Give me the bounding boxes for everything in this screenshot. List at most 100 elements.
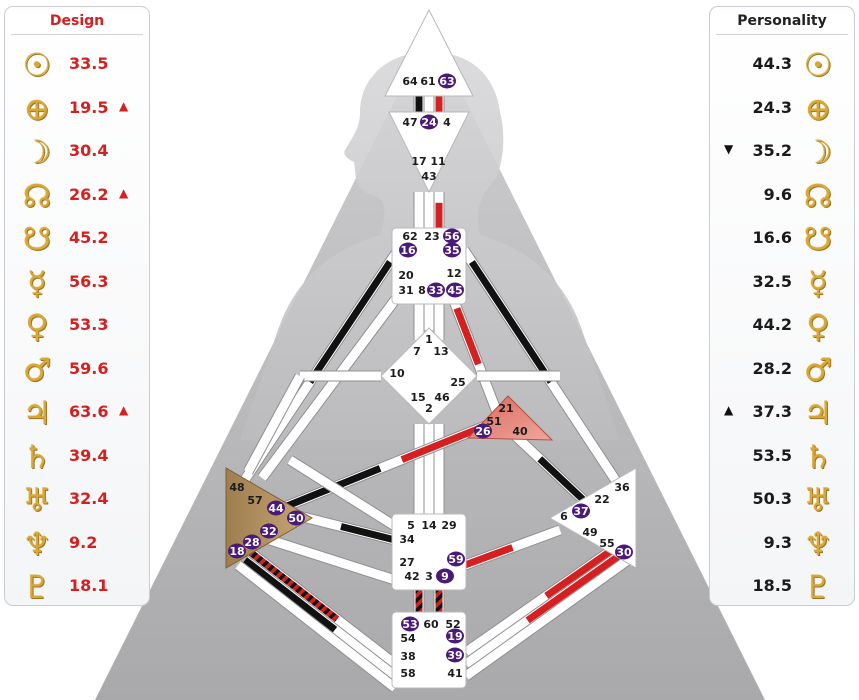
ajna-center[interactable] [388, 111, 470, 194]
gate-46[interactable]: 46 [434, 391, 450, 404]
gate-44[interactable]: 44 [268, 502, 284, 515]
gate-20[interactable]: 20 [398, 269, 414, 282]
gate-34[interactable]: 34 [399, 533, 415, 546]
design-value: 18.1 [69, 576, 109, 595]
gate-21[interactable]: 21 [498, 402, 513, 415]
design-row[interactable]: ☋45.2 [5, 219, 149, 259]
solar-plexus-center[interactable] [549, 467, 637, 569]
design-row[interactable]: ⊕19.5▲ [5, 89, 149, 129]
gate-3[interactable]: 3 [425, 570, 433, 583]
design-value: 63.6 [69, 402, 109, 421]
gate-37[interactable]: 37 [573, 505, 588, 518]
design-row[interactable]: ☿56.3 [5, 263, 149, 303]
gate-7[interactable]: 7 [413, 345, 421, 358]
personality-row[interactable]: ☊9.6 [710, 176, 854, 216]
gate-19[interactable]: 19 [447, 630, 462, 643]
gate-42[interactable]: 42 [404, 570, 419, 583]
gate-63[interactable]: 63 [439, 75, 454, 88]
personality-row[interactable]: ♀44.2 [710, 306, 854, 346]
gate-40[interactable]: 40 [512, 425, 528, 438]
gate-48[interactable]: 48 [229, 481, 244, 494]
personality-row[interactable]: ☽35.2▼ [710, 132, 854, 172]
gate-28[interactable]: 28 [244, 536, 259, 549]
personality-row[interactable]: ♅50.3 [710, 480, 854, 520]
gate-36[interactable]: 36 [614, 481, 630, 494]
personality-row[interactable]: ♄53.5 [710, 437, 854, 477]
personality-row[interactable]: ⊕24.3 [710, 89, 854, 129]
gate-33[interactable]: 33 [428, 284, 443, 297]
gate-57[interactable]: 57 [247, 494, 262, 507]
gate-51[interactable]: 51 [486, 415, 501, 428]
gate-47[interactable]: 47 [402, 116, 417, 129]
gate-26[interactable]: 26 [475, 425, 491, 438]
personality-row[interactable]: ☋16.6 [710, 219, 854, 259]
gate-56[interactable]: 56 [444, 230, 460, 243]
gate-39[interactable]: 39 [447, 649, 462, 662]
gate-23[interactable]: 23 [424, 230, 439, 243]
gate-41[interactable]: 41 [447, 667, 462, 680]
gate-2[interactable]: 2 [425, 402, 433, 415]
gate-52[interactable]: 52 [445, 618, 460, 631]
gate-45[interactable]: 45 [447, 284, 462, 297]
gate-16[interactable]: 16 [400, 244, 416, 257]
south-node-icon: ☋ [803, 220, 833, 258]
gate-54[interactable]: 54 [400, 632, 416, 645]
gate-58[interactable]: 58 [400, 667, 415, 680]
gate-64[interactable]: 64 [402, 75, 418, 88]
pluto-icon: ♇ [803, 568, 833, 606]
design-row[interactable]: ♄39.4 [5, 437, 149, 477]
gate-50[interactable]: 50 [288, 512, 304, 525]
gate-11[interactable]: 11 [430, 155, 445, 168]
design-row[interactable]: ♇18.1 [5, 567, 149, 607]
gate-9[interactable]: 9 [441, 570, 449, 583]
gate-24[interactable]: 24 [421, 116, 437, 129]
gate-12[interactable]: 12 [446, 267, 461, 280]
personality-row[interactable]: ☉44.3 [710, 45, 854, 85]
gate-1[interactable]: 1 [425, 333, 433, 346]
design-row[interactable]: ♆9.2 [5, 524, 149, 564]
gate-59[interactable]: 59 [448, 553, 463, 566]
gate-22[interactable]: 22 [594, 493, 609, 506]
gate-62[interactable]: 62 [402, 230, 417, 243]
gate-13[interactable]: 13 [433, 345, 448, 358]
gate-55[interactable]: 55 [599, 537, 614, 550]
gate-15[interactable]: 15 [410, 391, 425, 404]
gate-10[interactable]: 10 [389, 367, 405, 380]
design-row[interactable]: ☊26.2▲ [5, 176, 149, 216]
gate-27[interactable]: 27 [399, 556, 414, 569]
gate-31[interactable]: 31 [398, 284, 413, 297]
gate-43[interactable]: 43 [421, 170, 436, 183]
design-row[interactable]: ♅32.4 [5, 480, 149, 520]
gate-5[interactable]: 5 [407, 519, 415, 532]
gate-30[interactable]: 30 [616, 546, 632, 559]
design-row[interactable]: ☉33.5 [5, 45, 149, 85]
g-center[interactable] [380, 327, 478, 425]
gate-53[interactable]: 53 [402, 618, 417, 631]
gate-14[interactable]: 14 [421, 519, 437, 532]
personality-row[interactable]: ♃37.3▲ [710, 393, 854, 433]
personality-row[interactable]: ♇18.5 [710, 567, 854, 607]
design-row[interactable]: ♂59.6 [5, 350, 149, 390]
gate-35[interactable]: 35 [444, 244, 459, 257]
gate-38[interactable]: 38 [400, 650, 415, 663]
gate-8[interactable]: 8 [418, 284, 426, 297]
gate-25[interactable]: 25 [450, 376, 465, 389]
personality-row[interactable]: ♂28.2 [710, 350, 854, 390]
saturn-icon: ♄ [803, 437, 833, 476]
gate-4[interactable]: 4 [443, 116, 451, 129]
gate-32[interactable]: 32 [261, 525, 276, 538]
design-row[interactable]: ♀53.3 [5, 306, 149, 346]
gate-61[interactable]: 61 [420, 75, 435, 88]
gate-49[interactable]: 49 [582, 526, 597, 539]
active-gate-marker [474, 423, 492, 439]
gate-17[interactable]: 17 [411, 155, 426, 168]
design-row[interactable]: ♃63.6▲ [5, 393, 149, 433]
gate-29[interactable]: 29 [441, 519, 456, 532]
gate-6[interactable]: 6 [560, 510, 568, 523]
gate-18[interactable]: 18 [229, 545, 244, 558]
gate-60[interactable]: 60 [423, 618, 439, 631]
design-row[interactable]: ☽30.4 [5, 132, 149, 172]
personality-row[interactable]: ♆9.3 [710, 524, 854, 564]
personality-row[interactable]: ☿32.5 [710, 263, 854, 303]
